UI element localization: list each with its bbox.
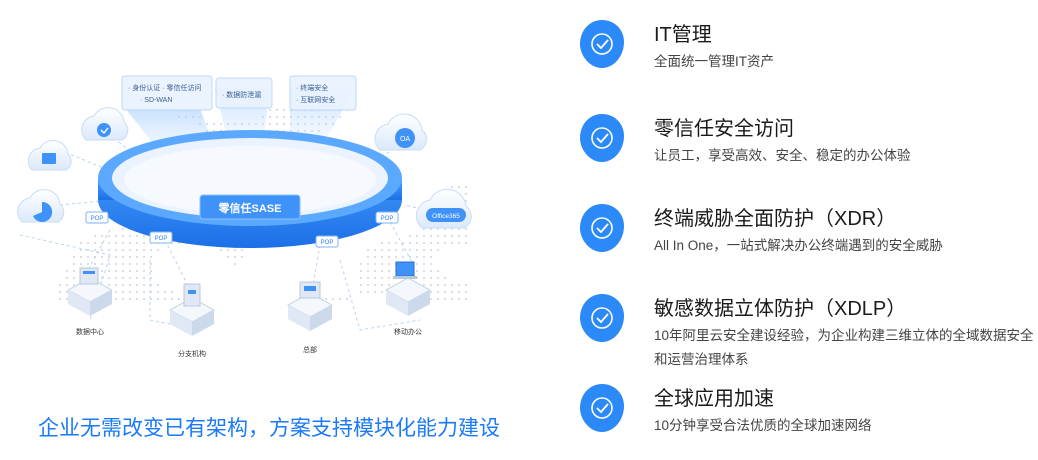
feature-title: 敏感数据立体防护（XDLP） bbox=[654, 298, 907, 320]
panel-endpoint-line-1: · 终端安全 bbox=[296, 83, 328, 92]
ring-label: 零信任SASE bbox=[218, 201, 282, 215]
cloud-oa: OA bbox=[374, 113, 427, 151]
check-circle-icon bbox=[580, 114, 624, 162]
check-circle-icon bbox=[580, 384, 624, 432]
feature-description: 全面统一管理IT资产 bbox=[654, 54, 774, 69]
pop-label: POP bbox=[321, 240, 334, 246]
node-datacenter: 数据中心 bbox=[66, 267, 114, 336]
check-circle-icon bbox=[580, 204, 624, 252]
panel-dlp-line-1: · 数据防泄漏 bbox=[222, 90, 261, 99]
pop-label: POP bbox=[155, 236, 168, 242]
pop-label: POP bbox=[381, 216, 394, 222]
pop-tag: POP bbox=[149, 231, 173, 244]
node-headquarters: 总部 bbox=[286, 281, 334, 354]
panel-identity: · 身份认证 · 零信任访问 · SD-WAN bbox=[121, 75, 213, 111]
feature-description: All In One，一站式解决办公终端遇到的安全威胁 bbox=[654, 238, 943, 253]
feature-list: IT管理 全面统一管理IT资产 零信任安全访问 让员工，享受高效、安全、稳定的办… bbox=[578, 0, 1038, 460]
feature-title: IT管理 bbox=[654, 24, 712, 46]
cloud-office365: Office365 bbox=[415, 188, 472, 229]
pop-tag: POP bbox=[375, 211, 399, 224]
cloud-oa-label: OA bbox=[400, 136, 410, 143]
panel-identity-line-1: · 身份认证 · 零信任访问 bbox=[128, 83, 202, 92]
sase-ring bbox=[98, 130, 402, 248]
panel-identity-line-2: · SD-WAN bbox=[140, 97, 172, 104]
cloud-office365-label: Office365 bbox=[432, 213, 460, 220]
pop-tag: POP bbox=[315, 235, 339, 248]
sase-architecture-diagram: · 身份认证 · 零信任访问 · SD-WAN · 数据防泄漏 · 终端安全 ·… bbox=[17, 75, 472, 358]
cloud-chart bbox=[17, 189, 65, 223]
cloud-shield bbox=[81, 107, 129, 141]
feature-description: 让员工，享受高效、安全、稳定的办公体验 bbox=[654, 148, 911, 163]
node-mobile: 移动办公 bbox=[384, 261, 432, 336]
node-datacenter-label: 数据中心 bbox=[76, 327, 104, 336]
node-branch: 分支机构 bbox=[168, 283, 216, 358]
architecture-caption: 企业无需改变已有架构，方案支持模块化能力建设 bbox=[38, 417, 500, 440]
feature-description: 10年阿里云安全建设经验，为企业构建三维立体的全域数据安全和运营治理体系 bbox=[654, 328, 1034, 367]
feature-title: 零信任安全访问 bbox=[654, 118, 794, 140]
pop-label: POP bbox=[91, 216, 104, 222]
panel-dlp: · 数据防泄漏 bbox=[215, 77, 273, 109]
architecture-panel: · 身份认证 · 零信任访问 · SD-WAN · 数据防泄漏 · 终端安全 ·… bbox=[17, 75, 500, 440]
cloud-document bbox=[27, 139, 72, 171]
node-mobile-label: 移动办公 bbox=[394, 327, 422, 336]
node-branch-label: 分支机构 bbox=[178, 349, 206, 358]
node-headquarters-label: 总部 bbox=[303, 345, 317, 354]
feature-title: 终端威胁全面防护（XDR） bbox=[654, 208, 897, 230]
feature-title: 全球应用加速 bbox=[654, 388, 774, 410]
panel-endpoint: · 终端安全 · 互联网安全 bbox=[289, 75, 357, 111]
ring-label-plate: 零信任SASE bbox=[199, 194, 301, 220]
panel-endpoint-line-2: · 互联网安全 bbox=[296, 95, 335, 104]
check-circle-icon bbox=[580, 294, 624, 342]
pop-tags: POP POP POP POP bbox=[85, 211, 399, 248]
check-circle-icon bbox=[580, 20, 624, 68]
pop-tag: POP bbox=[85, 211, 109, 224]
feature-description: 10分钟享受合法优质的全球加速网络 bbox=[654, 418, 872, 433]
